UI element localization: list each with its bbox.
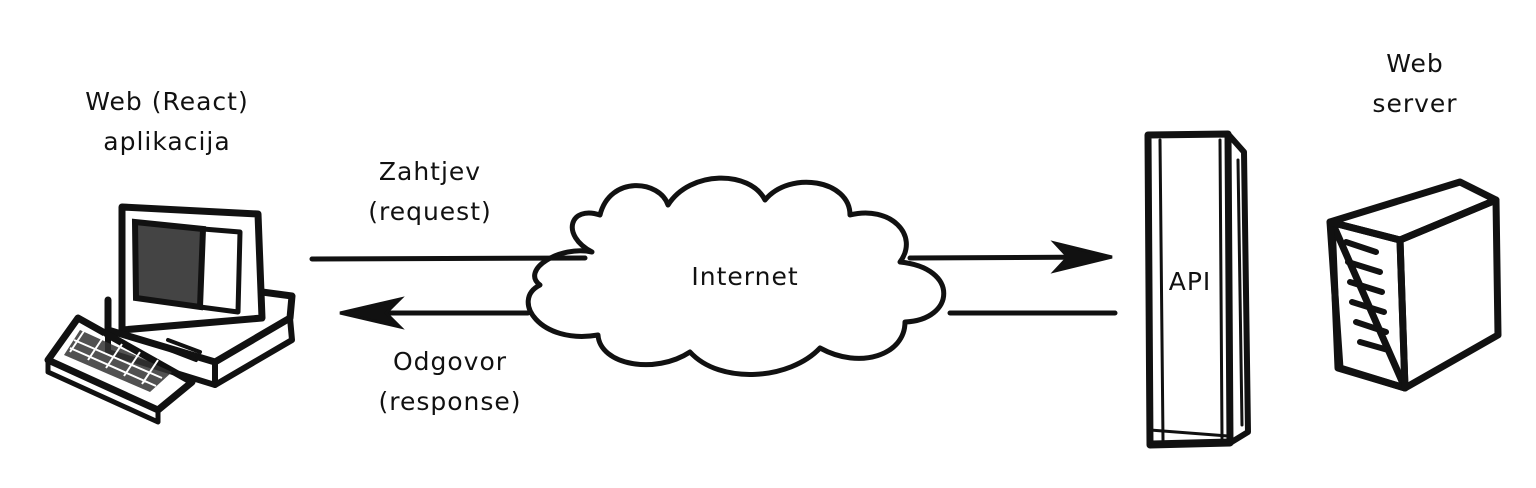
cloud-icon	[525, 175, 947, 377]
server-label-line2: server	[1372, 89, 1458, 118]
request-label-line2: (request)	[368, 197, 492, 226]
response-label-line2: (response)	[378, 387, 522, 416]
api-label: API	[1168, 267, 1212, 296]
request-label: Zahtjev (request)	[330, 152, 530, 232]
client-label-line2: aplikacija	[103, 127, 231, 156]
client-label-line1: Web (React)	[85, 87, 249, 116]
response-label: Odgovor (response)	[350, 342, 550, 422]
api-pillar	[1144, 130, 1251, 449]
computer-icon	[44, 203, 296, 425]
server-icon	[1326, 178, 1502, 392]
server-label: Web server	[1345, 44, 1485, 124]
response-arrow	[339, 296, 1118, 330]
server-label-line1: Web	[1386, 49, 1444, 78]
client-label: Web (React) aplikacija	[62, 82, 272, 162]
response-label-line1: Odgovor	[392, 347, 508, 376]
internet-label: Internet	[691, 262, 799, 291]
request-arrow	[309, 240, 1113, 274]
request-label-line1: Zahtjev	[378, 157, 482, 186]
